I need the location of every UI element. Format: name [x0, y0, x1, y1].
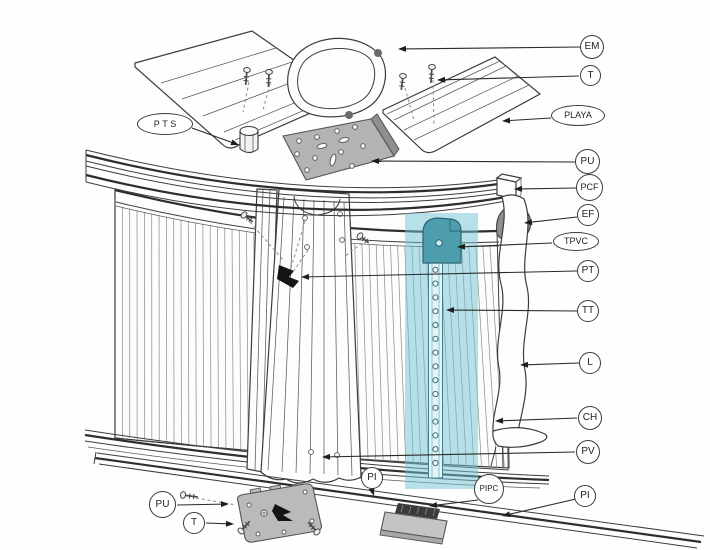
cap-pts — [239, 125, 259, 154]
vertical-post — [246, 188, 362, 484]
perforated-strip-tt — [428, 229, 443, 479]
part-label-playa: PLAYA — [551, 105, 605, 126]
part-label-t-bottom: T — [183, 512, 205, 534]
part-label-tt: TT — [577, 300, 599, 322]
liner-l — [490, 194, 548, 467]
part-label-pts: PTS — [137, 113, 193, 135]
part-label-ch: CH — [578, 406, 602, 430]
part-label-em: EM — [580, 35, 604, 59]
part-label-pi-left: PI — [361, 467, 383, 489]
screws — [179, 63, 436, 536]
leader-lines — [176, 45, 582, 527]
part-label-pipc: PIPC — [474, 474, 504, 504]
part-label-pcf: PCF — [576, 174, 603, 201]
strip-cap-tpvc — [422, 217, 462, 264]
top-cap-em — [287, 37, 387, 119]
part-label-ef: EF — [577, 204, 599, 226]
base-plate-pu — [236, 482, 323, 543]
union-plate-top — [282, 113, 400, 181]
assembly-dashed-lines — [195, 79, 435, 506]
part-label-pv: PV — [576, 440, 600, 464]
rail-connector-pipc — [379, 503, 448, 545]
post-clip-pt — [277, 265, 299, 288]
part-label-pt: PT — [577, 260, 599, 282]
part-label-l: L — [579, 352, 601, 374]
part-label-t-top: T — [580, 65, 601, 86]
part-label-pi-right: PI — [574, 485, 596, 507]
top-ledge-right-playa — [382, 56, 542, 154]
top-rail — [85, 149, 507, 217]
part-label-tpvc: TPVC — [553, 232, 599, 251]
part-label-pu-top: PU — [575, 149, 600, 174]
part-label-pu-bottom: PU — [149, 491, 176, 518]
